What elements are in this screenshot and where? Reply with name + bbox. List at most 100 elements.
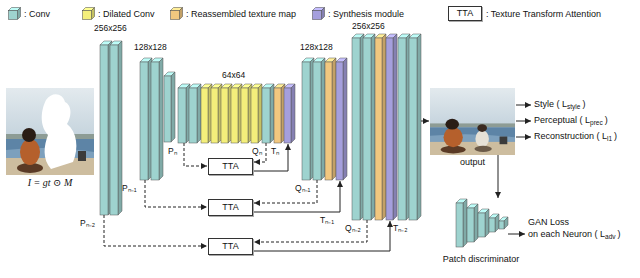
legend-text: : Texture Transform Attention <box>486 8 601 20</box>
legend-swatch <box>83 11 92 20</box>
legend-text: : Synthesis module <box>328 8 404 20</box>
label-text: 256x256 <box>94 23 127 33</box>
feature-wires <box>104 105 531 251</box>
feature-label: Pₙ₋₁ <box>122 183 137 194</box>
arrow <box>254 221 390 251</box>
label-text: Tₙ₋₂ <box>393 223 408 233</box>
legend-swatch <box>313 11 322 20</box>
loss-label: GAN Loss <box>528 217 569 228</box>
layer-block <box>178 84 190 143</box>
layer-block <box>171 72 175 142</box>
layer-block <box>231 88 238 143</box>
input-photo <box>6 88 94 175</box>
layer-block <box>456 203 463 247</box>
tta-box: TTA <box>208 158 253 175</box>
layer-block <box>211 88 218 143</box>
feature-label: Qₙ₋₁ <box>295 183 310 194</box>
layer-block <box>398 38 406 220</box>
layer-block <box>332 58 336 180</box>
feature-label: Qₙ₋₂ <box>345 223 361 234</box>
layer-block <box>485 209 489 237</box>
label-text: Pₙ₋₂ <box>80 218 95 228</box>
layer-block <box>291 84 295 143</box>
output-photo <box>477 124 487 132</box>
layer-block <box>382 34 386 220</box>
image-caption: I = gt ⊙ M <box>28 177 73 188</box>
layer-block <box>197 84 201 143</box>
layer-block <box>178 88 186 143</box>
layer-block <box>504 217 508 229</box>
subscript: prec <box>590 119 603 126</box>
layer-block <box>241 88 248 143</box>
layer-block <box>140 58 152 180</box>
layer-block <box>164 72 175 142</box>
subscript: style <box>567 103 580 110</box>
layer-block <box>393 34 397 220</box>
layer-block <box>417 34 421 220</box>
layer-block <box>110 41 122 215</box>
label-text: Qₙ₋₁ <box>295 183 310 193</box>
arrow <box>516 121 531 122</box>
layer-block <box>302 62 310 180</box>
label-text: ) <box>605 115 608 125</box>
label-text: 256x256 <box>352 21 385 31</box>
layer-block <box>231 84 242 143</box>
layer-block <box>363 38 371 220</box>
layer-block <box>386 34 397 220</box>
label-text: ) <box>582 99 585 109</box>
layer-block <box>336 62 343 180</box>
arrow <box>516 137 531 138</box>
layer-block <box>258 84 262 143</box>
layer-block <box>201 88 208 143</box>
label-text: Qₙ₋₂ <box>345 223 361 233</box>
label-text: 128x128 <box>134 42 167 52</box>
legend-item: : Dilated Conv <box>82 7 155 20</box>
layer-block <box>251 84 262 143</box>
feature-label: Tₙ₋₂ <box>393 223 408 234</box>
layer-block <box>325 58 336 180</box>
label-text: Tₙ₋₁ <box>320 215 334 225</box>
layer-blocks <box>100 34 508 247</box>
layer-block <box>375 38 382 220</box>
feature-label: Tₙ <box>271 146 279 157</box>
patch-discriminator: Patch discriminator <box>452 198 510 252</box>
layer-block <box>189 84 201 143</box>
output-photo <box>430 88 515 155</box>
label-text: Pₙ₋₁ <box>122 183 137 193</box>
output-photo <box>474 146 491 152</box>
layer-block <box>352 38 360 220</box>
flow-arrow <box>498 155 499 198</box>
layer-block <box>201 84 212 143</box>
layer-block <box>100 45 108 215</box>
legend-swatch <box>312 7 325 20</box>
layer-block <box>151 58 163 180</box>
layer-block <box>463 199 467 247</box>
dashed-arrow <box>254 220 367 242</box>
layer-block <box>211 84 222 143</box>
legend-text: : Dilated Conv <box>98 8 155 20</box>
layer-block <box>274 88 281 143</box>
label-text: Qₙ <box>252 146 262 156</box>
feature-label: 256x256 <box>94 23 127 34</box>
label-text: Perceptual ( L <box>534 115 590 125</box>
label-text: Tₙ <box>271 146 279 156</box>
layer-block <box>375 34 386 220</box>
legend-item: : Conv <box>8 7 50 20</box>
legend-swatch <box>170 7 183 20</box>
arrow <box>254 181 340 212</box>
input-photo <box>6 88 94 175</box>
module-name: TTA <box>222 241 238 252</box>
layer-block <box>189 88 197 143</box>
dashed-arrow <box>184 143 207 166</box>
layer-block <box>474 204 478 242</box>
tta-box: TTA <box>208 199 253 216</box>
feature-label: 128x128 <box>300 42 333 53</box>
legend-swatch <box>82 7 95 20</box>
label-text: Pₙ <box>168 146 177 156</box>
legend-swatch <box>92 8 95 20</box>
legend-tta-box: TTA <box>448 6 482 21</box>
feature-label: Pₙ₋₂ <box>80 218 95 229</box>
layer-block <box>398 34 410 220</box>
feature-label: 256x256 <box>352 21 385 32</box>
layer-block <box>251 88 258 143</box>
